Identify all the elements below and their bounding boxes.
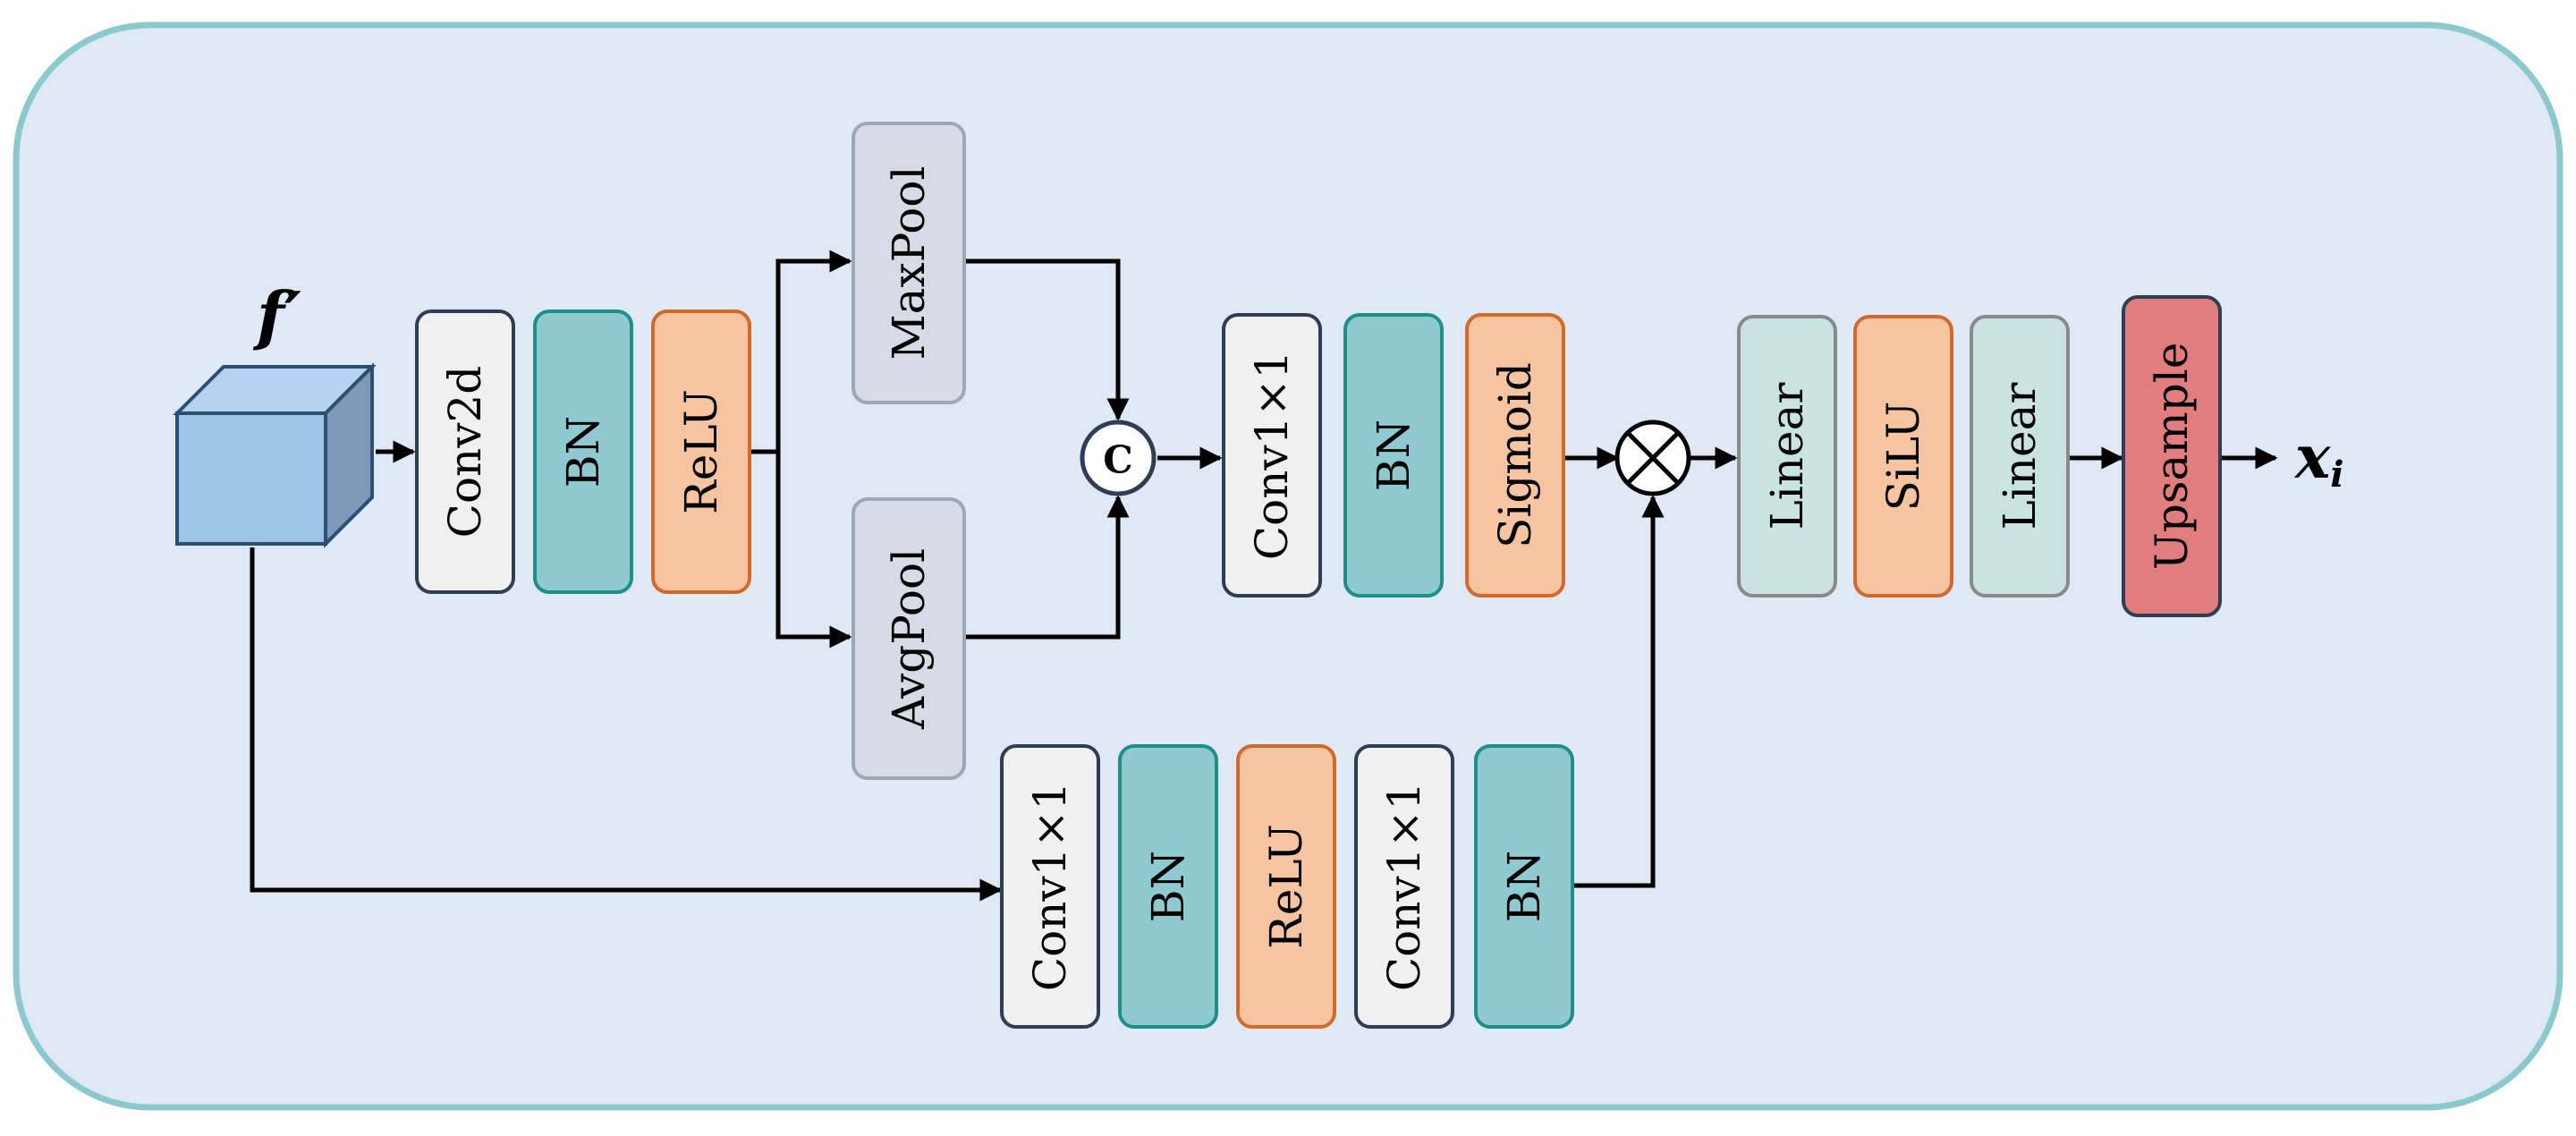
arrow-maxpool-to-concat	[966, 259, 1130, 421]
block-bn-1: BN	[533, 309, 633, 594]
output-label-subscript: i	[2330, 454, 2343, 496]
output-label-main: x	[2293, 422, 2331, 492]
arrow-relu-to-maxpool	[751, 250, 852, 454]
block-sigmoid-label: Sigmoid	[1489, 362, 1541, 548]
block-conv1x1-a-label: Conv1×1	[1246, 351, 1298, 560]
connections	[250, 250, 2278, 902]
block-upsample-label: Upsample	[2146, 343, 2198, 571]
block-bn-2: BN	[1343, 313, 1444, 598]
block-bn-4-label: BN	[1498, 851, 1550, 923]
arrow-bottom-branch-to-multiply	[1572, 495, 1665, 888]
concat-symbol: C	[1103, 438, 1132, 482]
block-conv1x1-c-label: Conv1×1	[1378, 782, 1430, 991]
block-relu-1-label: ReLU	[675, 389, 727, 514]
block-conv1x1-b-label: Conv1×1	[1024, 782, 1076, 991]
block-conv1x1-c: Conv1×1	[1354, 744, 1454, 1029]
block-maxpool: MaxPool	[852, 122, 966, 404]
block-avgpool: AvgPool	[852, 497, 966, 780]
arrow-relu-to-avgpool	[775, 452, 852, 649]
multiply-node-icon	[1614, 420, 1691, 496]
cube-front-face	[175, 411, 327, 546]
block-silu: SiLU	[1853, 315, 1953, 598]
block-maxpool-label: MaxPool	[883, 165, 935, 360]
output-label: xi	[2293, 422, 2344, 496]
block-bn-4: BN	[1474, 744, 1574, 1029]
block-linear-1: Linear	[1737, 315, 1837, 598]
block-linear-1-label: Linear	[1761, 383, 1813, 530]
block-bn-3-label: BN	[1142, 851, 1194, 923]
block-linear-2-label: Linear	[1994, 383, 2046, 530]
concat-node: C	[1080, 420, 1157, 496]
block-linear-2: Linear	[1970, 315, 2070, 598]
block-conv2d: Conv2d	[415, 309, 515, 594]
block-relu-2: ReLU	[1236, 744, 1336, 1029]
arrow-avgpool-to-concat	[966, 495, 1130, 640]
block-sigmoid: Sigmoid	[1465, 313, 1565, 598]
block-avgpool-label: AvgPool	[883, 548, 935, 730]
block-bn-3: BN	[1118, 744, 1218, 1029]
block-bn-1-label: BN	[557, 416, 609, 488]
block-upsample: Upsample	[2122, 295, 2222, 617]
block-conv2d-label: Conv2d	[439, 366, 491, 538]
block-bn-2-label: BN	[1368, 420, 1419, 492]
input-label: f′	[252, 277, 301, 353]
block-relu-1: ReLU	[651, 309, 751, 594]
input-feature-cube-icon	[173, 362, 377, 548]
arrow-input-to-bottom-branch	[250, 547, 1003, 902]
block-conv1x1-b: Conv1×1	[1000, 744, 1100, 1029]
block-relu-2-label: ReLU	[1260, 824, 1312, 949]
block-silu-label: SiLU	[1877, 402, 1929, 512]
block-conv1x1-a: Conv1×1	[1222, 313, 1322, 598]
